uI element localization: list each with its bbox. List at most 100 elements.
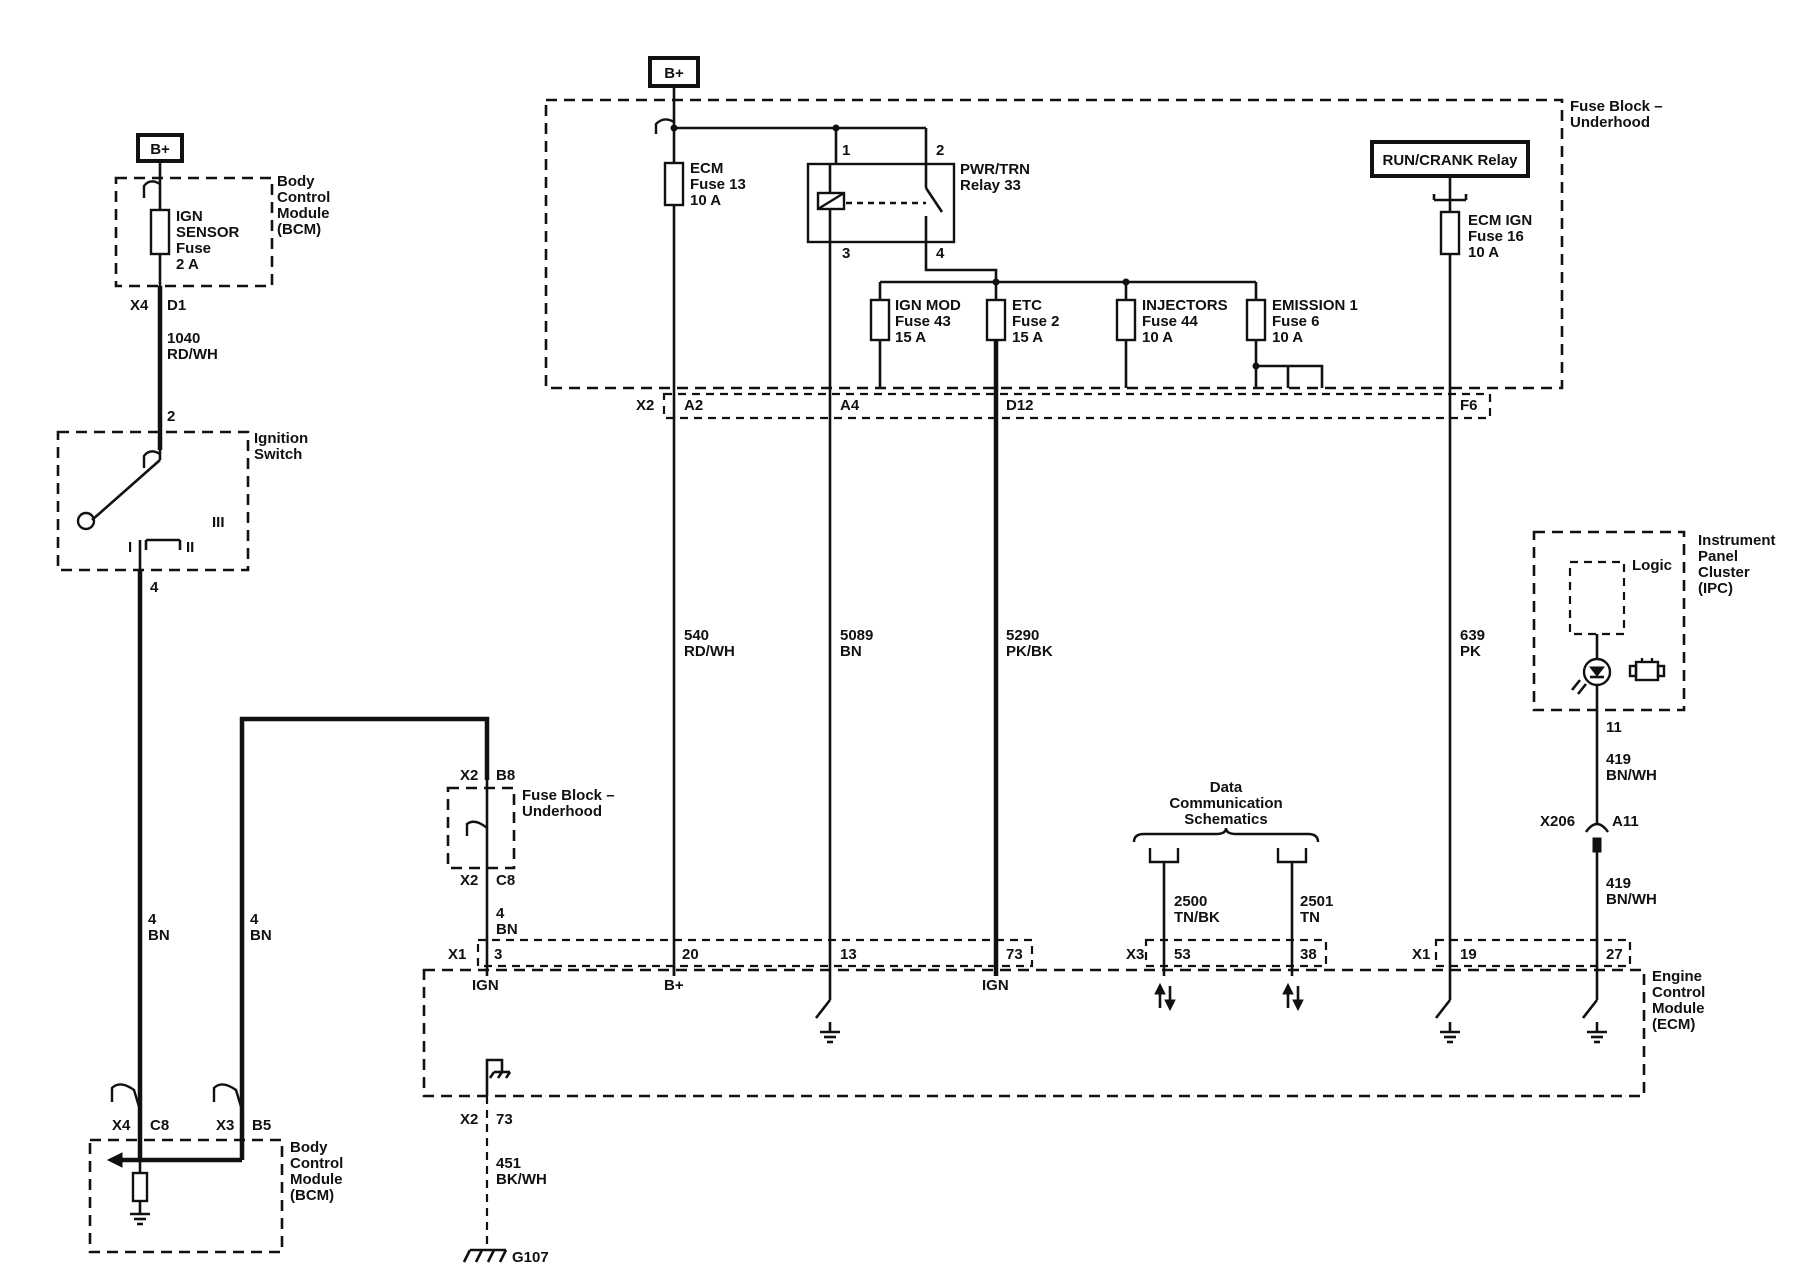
wire-4bn-left-num: 4	[148, 911, 157, 928]
ign-sensor-fuse-2: Fuse	[176, 240, 211, 257]
ign-sensor-fuse	[149, 208, 171, 256]
bcm-top-name-1: Control	[277, 189, 330, 206]
fuse-etc-1: Fuse 2	[1012, 313, 1060, 330]
data-comm-brace	[1132, 827, 1320, 843]
bcm-bot-name-0: Body	[290, 1139, 328, 1156]
ign-sensor-fuse-0: IGN	[176, 208, 203, 225]
fb-small-conn-top: X2	[460, 767, 478, 784]
ecm-conn-x3: X3	[1126, 946, 1144, 963]
ecm-name-2: Module	[1652, 1000, 1705, 1017]
ecm-name-1: Control	[1652, 984, 1705, 1001]
x206-label: X206	[1540, 813, 1575, 830]
bcm-bot-name-1: Control	[290, 1155, 343, 1172]
wire-4bn-mid-num: 4	[250, 911, 259, 928]
engine-icon	[1628, 658, 1666, 682]
ecm-ign-fuse-1: Fuse 16	[1468, 228, 1524, 245]
run-crank-relay-box	[1370, 140, 1530, 178]
wire-2501-color: TN	[1300, 909, 1320, 926]
ipc-name-2: Cluster	[1698, 564, 1750, 581]
wire-4bn-mid-color: BN	[250, 927, 272, 944]
fuse-ignmod-2: 15 A	[895, 329, 926, 346]
bcm-top-name-3: (BCM)	[277, 221, 321, 238]
ipc-logic-label: Logic	[1632, 557, 1672, 574]
bplus-label-left: B+	[150, 141, 170, 158]
bidirectional-arrow-53	[1154, 982, 1176, 1012]
fb-small-pin-top: B8	[496, 767, 515, 784]
injectors-fuse-44	[1115, 298, 1137, 342]
relay-name-0: PWR/TRN	[960, 161, 1030, 178]
ecm-label-bplus: B+	[664, 977, 684, 994]
bcm-resistor	[131, 1171, 149, 1203]
ign-switch-name-1: Switch	[254, 446, 302, 463]
ign-switch-name-0: Ignition	[254, 430, 308, 447]
ecm-pin-73: 73	[1006, 946, 1023, 963]
fb-main-pin-f6: F6	[1460, 397, 1478, 414]
relay-name-1: Relay 33	[960, 177, 1021, 194]
fb-main-pin-a2: A2	[684, 397, 703, 414]
bcm-top-terminal	[142, 180, 161, 198]
wire-451-color: BK/WH	[496, 1171, 547, 1188]
fuse-em-2: 10 A	[1272, 329, 1303, 346]
ign-switch-blade	[91, 459, 161, 521]
bcm-fuse-group: B+ Body Control Module (BCM) IGN SENSOR …	[114, 133, 330, 450]
wire-5290-color: PK/BK	[1006, 643, 1053, 660]
fb-main-pin-d12: D12	[1006, 397, 1034, 414]
fuse-etc-2: 15 A	[1012, 329, 1043, 346]
ecm-low-side-driver-27	[1581, 976, 1607, 1044]
bcm-bot-name-2: Module	[290, 1171, 343, 1188]
ign-switch-box	[56, 430, 250, 572]
fuse-ignmod-0: IGN MOD	[895, 297, 961, 314]
fb-small-conn-bot: X2	[460, 872, 478, 889]
wire-5290-num: 5290	[1006, 627, 1039, 644]
ecm-pin-19: 19	[1460, 946, 1477, 963]
fuse-em-0: EMISSION 1	[1272, 297, 1358, 314]
fuse-inj-0: INJECTORS	[1142, 297, 1228, 314]
bidirectional-arrow-38	[1282, 982, 1304, 1012]
data-communication: Data Communication Schematics 2500 TN/BK…	[1132, 779, 1333, 976]
ipc-pin: 11	[1606, 719, 1622, 736]
wire-1040-color: RD/WH	[167, 346, 218, 363]
wire-419-top-color: BN/WH	[1606, 767, 1657, 784]
ecm-pin-13: 13	[840, 946, 857, 963]
relay-pin-3: 3	[842, 245, 850, 262]
fb-main-name-0: Fuse Block –	[1570, 98, 1663, 115]
fb-main-x2-connector	[662, 392, 1492, 420]
ecm-fuse-1: Fuse 13	[690, 176, 746, 193]
emission-1-fuse-6	[1245, 298, 1267, 342]
ecm-pin-27: 27	[1606, 946, 1623, 963]
wire-2500-num: 2500	[1174, 893, 1207, 910]
wire-4bn-ecm-num: 4	[496, 905, 505, 922]
bcm-top-pin: D1	[167, 297, 186, 314]
ecm-fuse-0: ECM	[690, 160, 723, 177]
engine-control-module: Engine Control Module (ECM) X1 3 20 13 7…	[422, 938, 1705, 1128]
ecm-fuse-13	[663, 161, 685, 207]
ipc-name-0: Instrument	[1698, 532, 1776, 549]
wire-419-top-num: 419	[1606, 751, 1631, 768]
pwr-trn-relay	[806, 162, 956, 244]
ign-switch-pos-iii: III	[212, 514, 225, 531]
fuse-etc-0: ETC	[1012, 297, 1042, 314]
relay-pin-2: 2	[936, 142, 944, 159]
ipc-name-1: Panel	[1698, 548, 1738, 565]
x206-pin: A11	[1612, 813, 1639, 830]
ground-g107-label: G107	[512, 1249, 549, 1266]
data-comm-title-2: Schematics	[1184, 811, 1267, 828]
fuse-ignmod-1: Fuse 43	[895, 313, 951, 330]
wire-4bn-ecm-color: BN	[496, 921, 518, 938]
wire-540-color: RD/WH	[684, 643, 735, 660]
wire-4bn-left-color: BN	[148, 927, 170, 944]
ipc-logic-box	[1568, 560, 1626, 636]
bcm-bottom-group: X4 C8 X3 B5 Body Control Module (BCM)	[88, 1083, 343, 1254]
fb-main-name-1: Underhood	[1570, 114, 1650, 131]
relay-pin-1: 1	[842, 142, 850, 159]
chassis-ground-icon	[462, 1248, 508, 1263]
bcm-bot-pin1: C8	[150, 1117, 169, 1134]
ecm-pin-3: 3	[494, 946, 502, 963]
ecm-box	[422, 968, 1646, 1098]
x206-inline-connector	[1585, 822, 1609, 833]
ign-switch-pin-in: 2	[167, 408, 175, 425]
ignition-switch: 2 Ignition Switch III I II 4	[56, 408, 308, 596]
ecm-pin-20: 20	[682, 946, 699, 963]
ecm-conn-x1b: X1	[1412, 946, 1430, 963]
